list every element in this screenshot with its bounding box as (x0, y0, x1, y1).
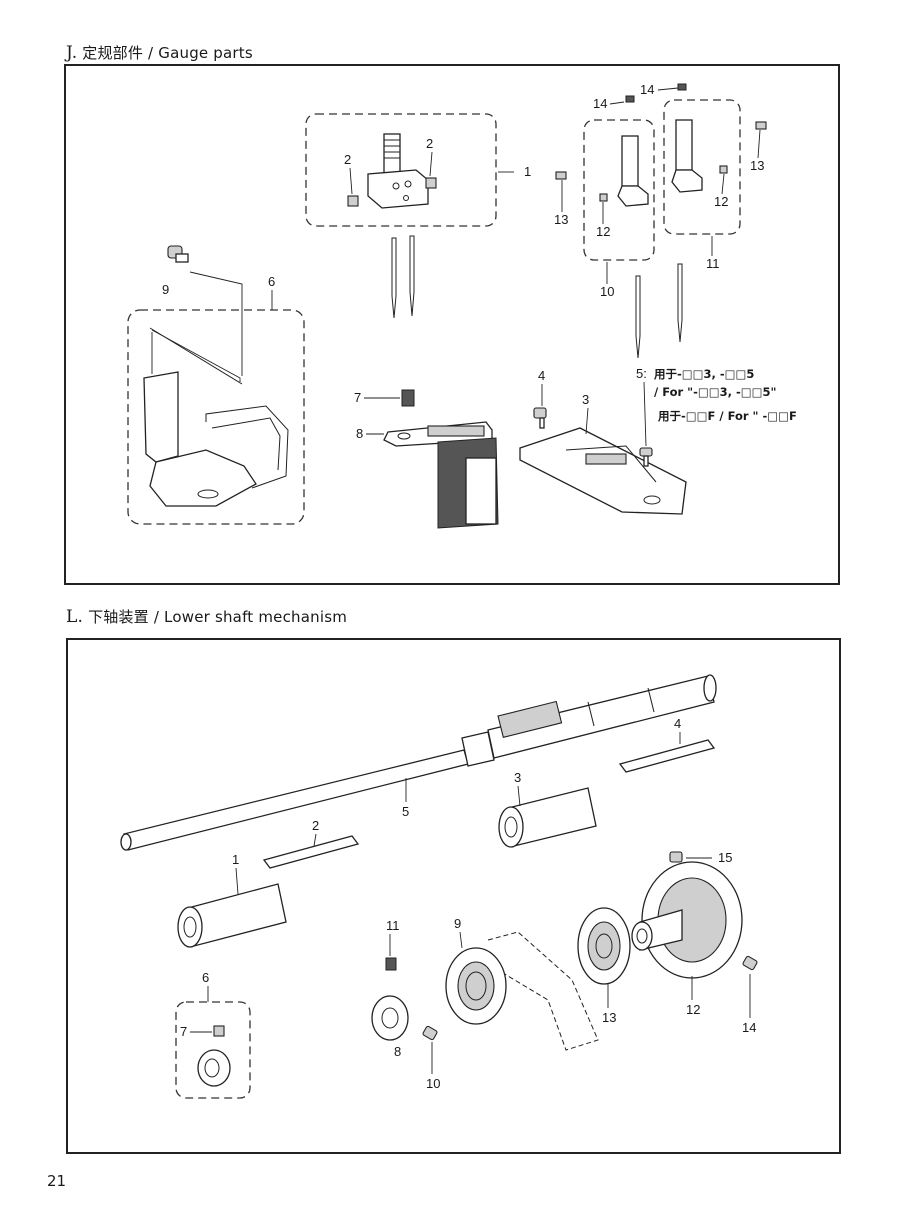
callout-14b: 14 (640, 82, 654, 97)
lower-shaft-illustration: 4 5 2 3 1 6 (120, 674, 758, 1099)
l-callout-15: 15 (718, 850, 732, 865)
callout-12a: 12 (596, 224, 610, 239)
callout-14a: 14 (593, 96, 607, 111)
callout-1: 1 (524, 164, 531, 179)
page-number: 21 (47, 1172, 67, 1190)
callout-10: 10 (600, 284, 614, 299)
gauge-parts-diagram: 1 2 2 14 14 13 13 (64, 64, 840, 585)
collar-group-box (175, 1001, 251, 1099)
needle-clamp-drawing (347, 133, 437, 209)
l-callout-3: 3 (514, 770, 521, 785)
callout-4: 4 (538, 368, 545, 383)
callout-5: 5: (636, 366, 647, 381)
callout-2a: 2 (344, 152, 351, 167)
l-callout-13: 13 (602, 1010, 616, 1025)
section-l-title: L. 下轴装置 / Lower shaft mechanism (66, 606, 347, 627)
lower-shaft-drawing (120, 674, 717, 851)
callout-11: 11 (706, 256, 720, 271)
section-j-heading: 定规部件 / Gauge parts (82, 44, 253, 62)
l-callout-10: 10 (426, 1076, 440, 1091)
presser-foot-drawing (143, 271, 289, 507)
lower-shaft-diagram: 4 5 2 3 1 6 (66, 638, 841, 1154)
feed-dog-drawing (383, 389, 499, 529)
collar-6 (197, 1025, 231, 1087)
clamp-group-10-box (583, 119, 655, 261)
l-callout-5: 5 (402, 804, 409, 819)
presser-foot-screw (167, 245, 189, 263)
callout-9: 7 (354, 390, 361, 405)
l-callout-11: 11 (386, 918, 400, 933)
needles-pair (391, 235, 415, 319)
callout-12b: 12 (714, 194, 728, 209)
section-l-heading: 下轴装置 / Lower shaft mechanism (88, 608, 348, 626)
collar-8 (371, 957, 438, 1041)
needle-clamp-group-box (305, 113, 497, 227)
key-2 (262, 835, 360, 869)
note-line-3: 用于-□□F / For " -□□F (657, 409, 797, 423)
bushing-3 (498, 787, 597, 848)
l-callout-12: 12 (686, 1002, 700, 1017)
clamp-10-drawing (555, 135, 649, 207)
note-line-2: / For "-□□3, -□□5" (654, 385, 777, 399)
callout-8: 8 (356, 426, 363, 441)
key-4 (618, 739, 716, 773)
bushing-1 (177, 883, 287, 948)
l-callout-14: 14 (742, 1020, 756, 1035)
l-callout-9: 9 (454, 916, 461, 931)
l-callout-1: 1 (232, 852, 239, 867)
callout-7: 9 (162, 282, 169, 297)
bearing-13 (577, 907, 631, 985)
clamp-11-drawing (625, 83, 767, 193)
section-j-title: J. 定规部件 / Gauge parts (66, 42, 253, 63)
presser-foot-group-box (127, 309, 305, 525)
clamp-group-11-box (663, 99, 741, 235)
note-line-1: 用于-□□3, -□□5 (653, 367, 754, 381)
callout-6: 6 (268, 274, 275, 289)
l-callout-7: 7 (180, 1024, 187, 1039)
l-callout-4: 4 (674, 716, 681, 731)
bearing-9 (445, 931, 599, 1051)
gauge-parts-illustration: 1 2 2 14 14 13 13 (127, 82, 797, 529)
needle-plate-drawing (519, 407, 687, 515)
pulley-12 (631, 851, 758, 979)
section-l-letter: L. (66, 607, 84, 627)
l-callout-2: 2 (312, 818, 319, 833)
l-callout-6: 6 (202, 970, 209, 985)
needles-right (635, 263, 683, 359)
callout-2b: 2 (426, 136, 433, 151)
section-j-letter: J. (66, 43, 78, 63)
callout-3: 3 (582, 392, 589, 407)
callout-13b: 13 (750, 158, 764, 173)
callout-13a: 13 (554, 212, 568, 227)
l-callout-8: 8 (394, 1044, 401, 1059)
